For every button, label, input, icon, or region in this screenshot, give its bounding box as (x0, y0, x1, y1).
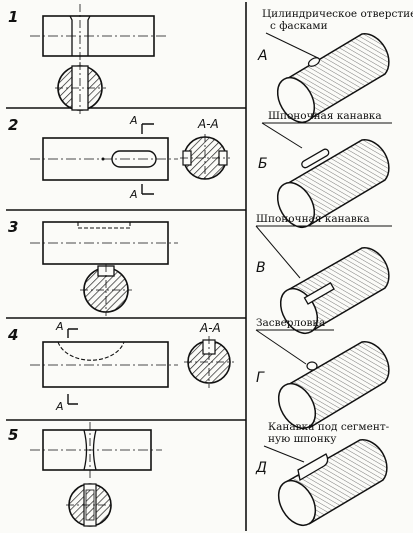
row-3-drawing: 3 (8, 218, 178, 316)
caption-a-line1: Цилиндрическое отверстие (262, 8, 413, 20)
row-1-drawing: 1 (8, 4, 168, 114)
row-5-number: 5 (8, 426, 18, 444)
letter-g: Г (256, 370, 265, 386)
letter-d: Д (255, 460, 267, 476)
row-4-number: 4 (7, 326, 18, 344)
row-4-drawing: 4 А А А-А (7, 320, 234, 413)
row-2-section-label: А-А (197, 117, 219, 131)
row-4-mark-top: А (55, 320, 64, 333)
row-3-number: 3 (8, 218, 18, 236)
cylinder-d: Канавка под сегмент- ную шпонку Д (255, 421, 390, 527)
row-2-number: 2 (8, 116, 18, 134)
row-4-mark-bottom: А (55, 400, 64, 413)
cylinder-b: Шпоночная канавка Б (258, 110, 392, 229)
caption-b: Шпоночная канавка (268, 110, 382, 122)
row-2-mark-bottom: А (129, 188, 138, 201)
letter-a: А (257, 48, 268, 64)
caption-v: Шпоночная канавка (256, 213, 370, 225)
letter-b: Б (258, 156, 268, 172)
caption-d-line1: Канавка под сегмент- (268, 421, 390, 433)
row-5-drawing: 5 (8, 422, 162, 527)
row-2-drawing: 2 А А А-А (8, 114, 230, 201)
letter-v: В (256, 260, 266, 276)
row-2-mark-top: А (129, 114, 138, 127)
caption-d-line2: ную шпонку (268, 433, 337, 445)
caption-a-line2: с фасками (270, 20, 328, 32)
cylinder-g: Засверловка Г (255, 317, 390, 430)
cylinder-a: Цилиндрическое отверстие с фасками А (257, 8, 413, 124)
caption-g: Засверловка (256, 317, 325, 329)
row-1-number: 1 (8, 8, 18, 26)
row-4-section-label: А-А (199, 321, 221, 335)
cylinder-v: Шпоночная канавка В (255, 213, 392, 335)
